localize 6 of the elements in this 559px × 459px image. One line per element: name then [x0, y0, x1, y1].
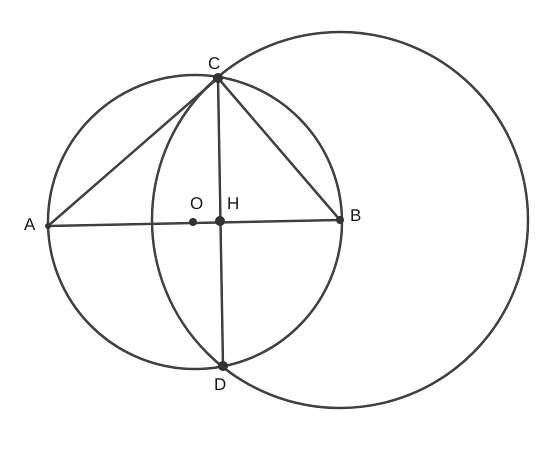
- point-label: B: [350, 207, 362, 224]
- point-label: H: [227, 195, 240, 212]
- point-label: D: [214, 376, 226, 393]
- point-label: A: [24, 216, 36, 233]
- point-label: C: [208, 55, 220, 72]
- point-label: O: [190, 195, 204, 212]
